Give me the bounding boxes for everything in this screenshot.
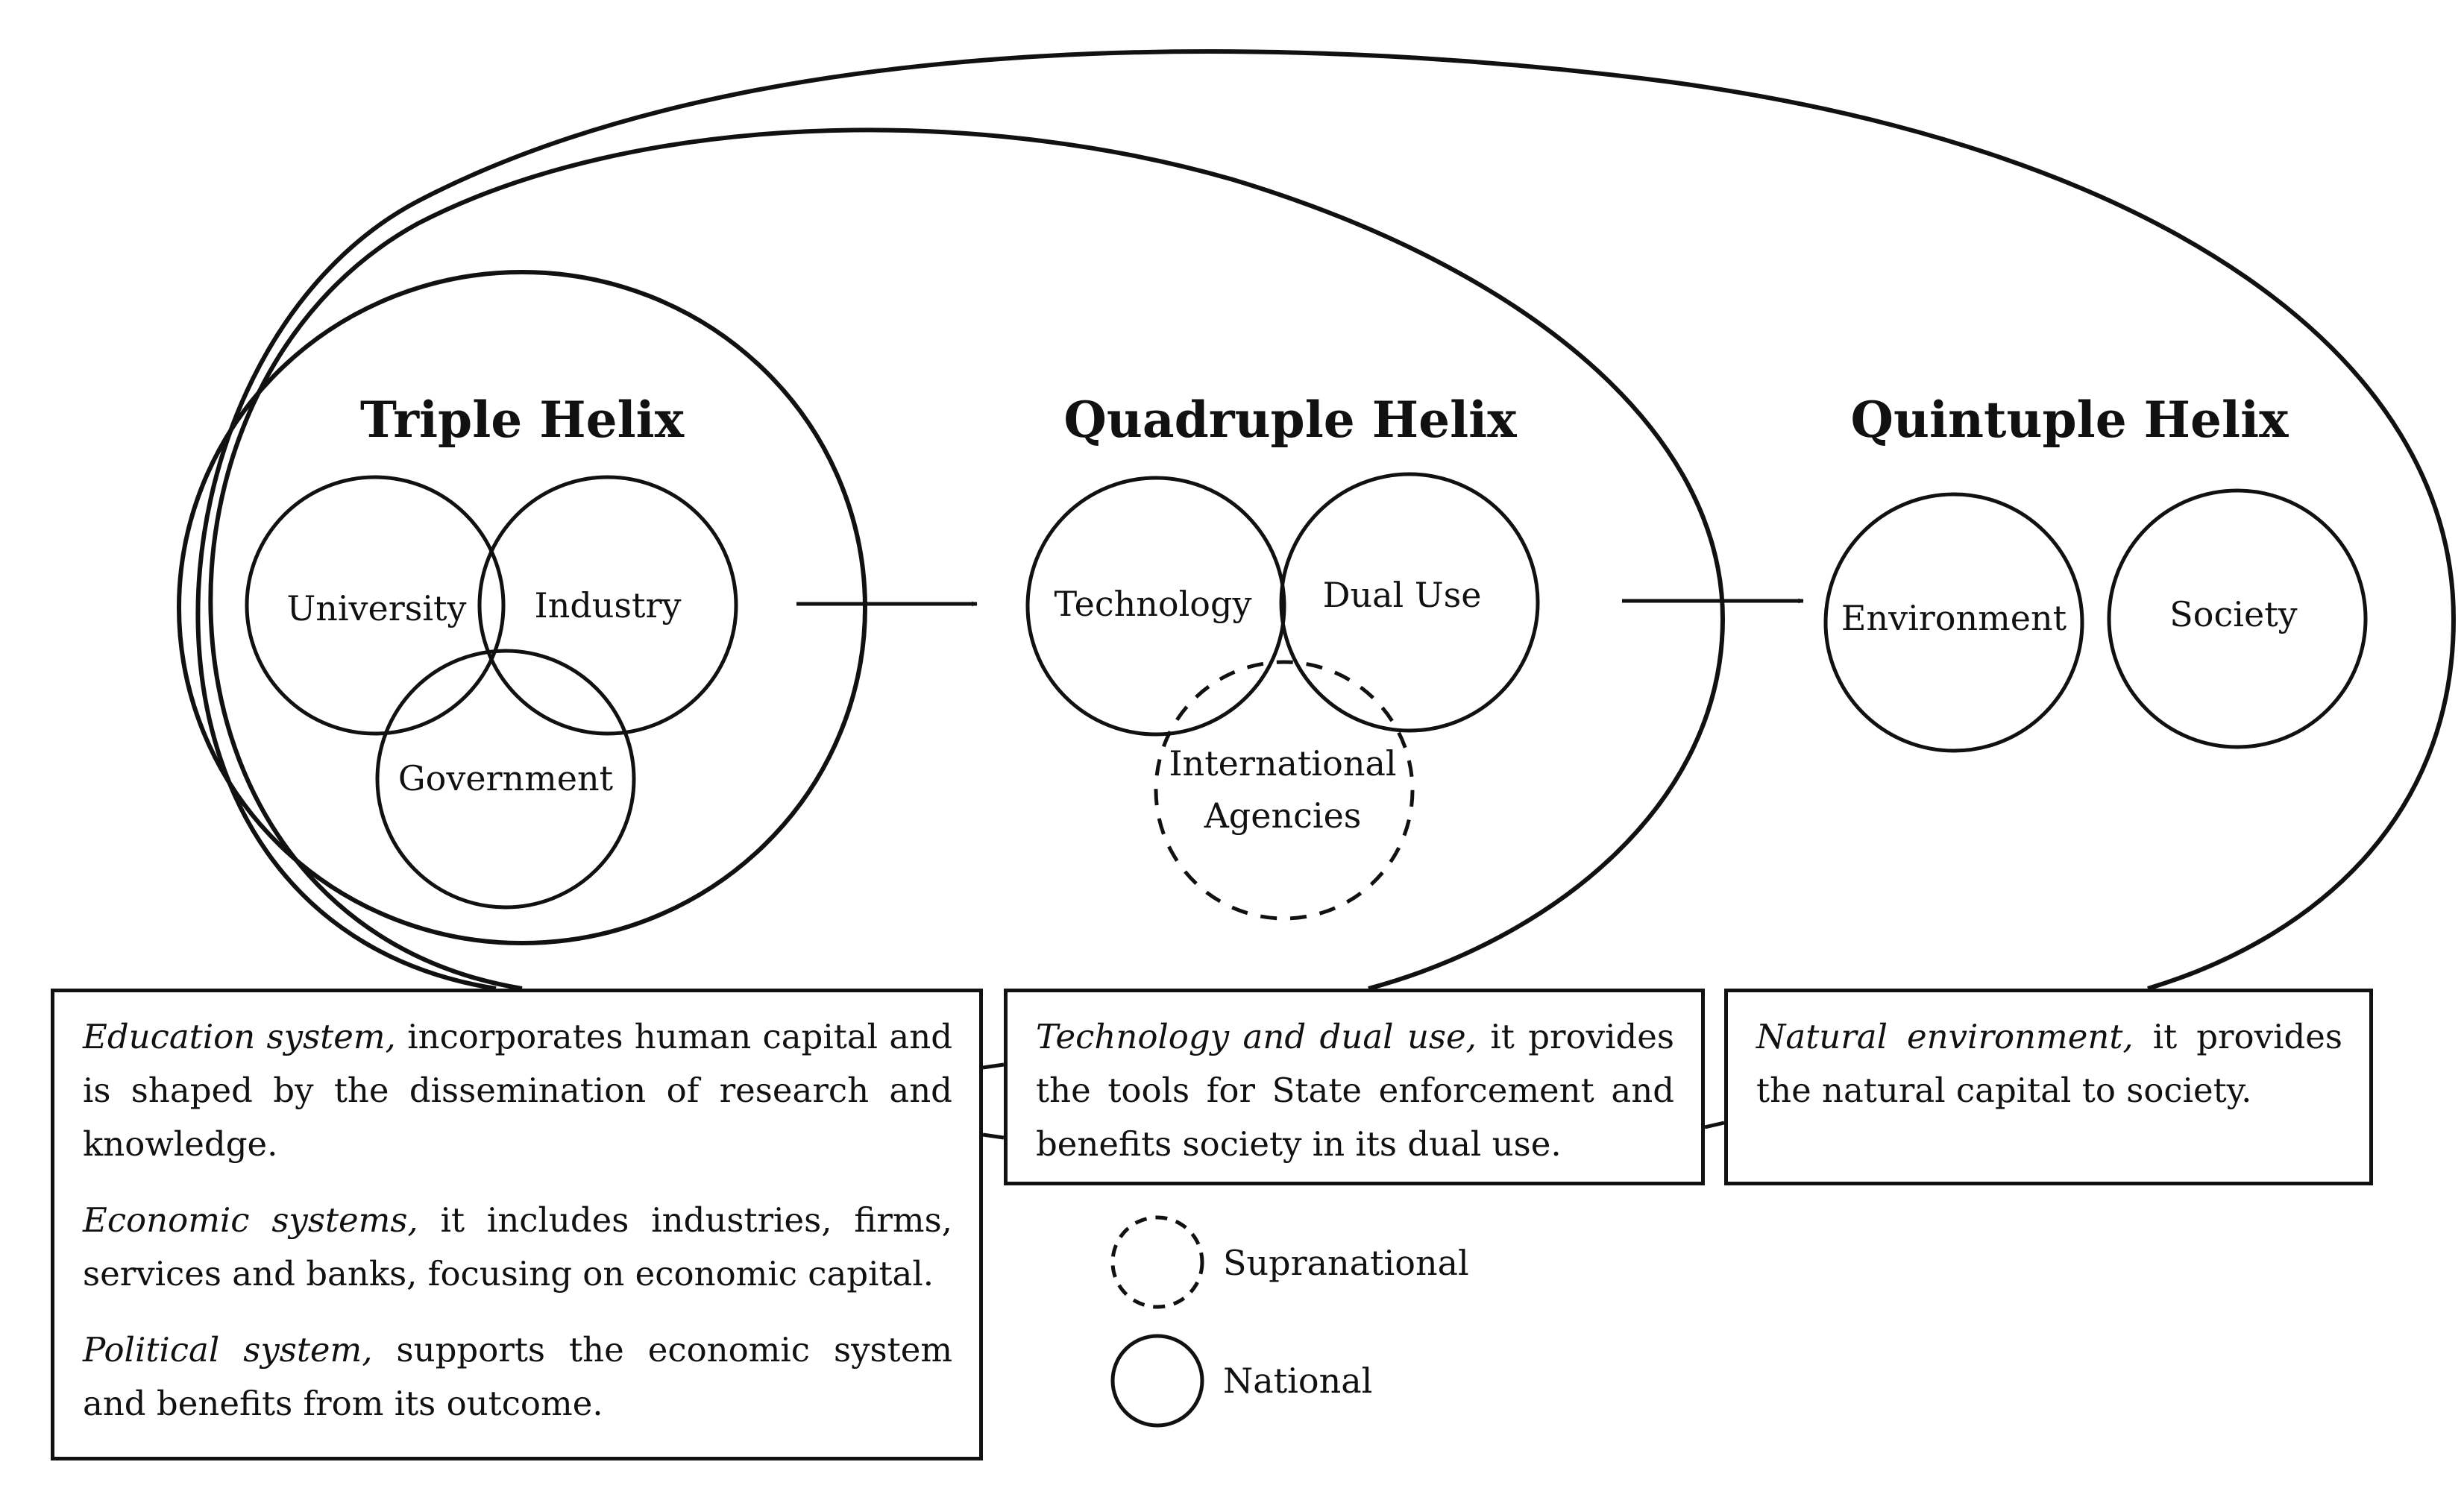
- environment-label: Environment: [1841, 598, 2067, 638]
- quintuple-helix-title: Quintuple Helix: [1850, 391, 2289, 449]
- quadruple-helix-ellipse: [208, 127, 1726, 991]
- economic-systems-term: Economic systems,: [83, 1200, 418, 1240]
- quintuple-helix-ellipse: [195, 49, 2457, 991]
- international-agencies-circle: [1154, 660, 1415, 921]
- connector-line: [982, 1062, 1005, 1070]
- technology-circle: [1025, 476, 1286, 737]
- economic-systems-text: it includes industries, firms, services …: [83, 1200, 952, 1293]
- economic-systems-description: Economic systems, it includes industries…: [83, 1194, 952, 1301]
- government-label: Government: [398, 758, 614, 798]
- legend-supranational-label: Supranational: [1223, 1243, 1469, 1283]
- legend-national-label: National: [1223, 1361, 1372, 1401]
- education-system-text: incorporates human capital and is shaped…: [83, 1017, 952, 1164]
- technology-dual-use-term: Technology and dual use,: [1036, 1017, 1477, 1056]
- education-system-term: Education system,: [83, 1017, 396, 1056]
- society-circle: [2107, 488, 2368, 749]
- society-label: Society: [2169, 594, 2297, 634]
- natural-environment-text: it provides the natural capital to socie…: [1756, 1017, 2342, 1110]
- connector-line: [1704, 1121, 1725, 1129]
- political-system-description: Political system, supports the economic …: [83, 1323, 952, 1431]
- international-agencies-label-line1: International: [1169, 743, 1396, 784]
- connector-line: [982, 1132, 1005, 1140]
- triple-helix-ellipse: [177, 270, 867, 945]
- quintuple-helix-description-box: Natural environment, it provides the nat…: [1724, 989, 2373, 1185]
- legend-supranational-icon: [1110, 1215, 1204, 1309]
- technology-dual-use-text: it provides the tools for State enforcem…: [1036, 1017, 1675, 1164]
- technology-label: Technology: [1055, 584, 1252, 624]
- industry-label: Industry: [535, 585, 682, 625]
- political-system-term: Political system,: [83, 1330, 373, 1370]
- quadruple-helix-title: Quadruple Helix: [1063, 391, 1517, 449]
- triple-helix-description-box: Education system, incorporates human cap…: [51, 989, 983, 1460]
- government-circle: [375, 649, 636, 910]
- university-label: University: [286, 588, 466, 628]
- environment-circle: [1823, 492, 2084, 753]
- political-system-text: supports the economic system and benefit…: [83, 1330, 952, 1423]
- natural-environment-description: Natural environment, it provides the nat…: [1756, 1010, 2342, 1118]
- triple-helix-title: Triple Helix: [360, 391, 685, 449]
- international-agencies-label-line2: Agencies: [1204, 795, 1362, 836]
- education-system-description: Education system, incorporates human cap…: [83, 1010, 952, 1171]
- quadruple-helix-description-box: Technology and dual use, it provides the…: [1004, 989, 1705, 1185]
- university-circle: [245, 475, 506, 736]
- technology-dual-use-description: Technology and dual use, it provides the…: [1036, 1010, 1674, 1171]
- industry-circle: [477, 475, 738, 736]
- dual-use-circle: [1279, 472, 1540, 733]
- legend-national-icon: [1110, 1334, 1204, 1428]
- dual-use-label: Dual Use: [1323, 575, 1482, 615]
- natural-environment-term: Natural environment,: [1756, 1017, 2134, 1056]
